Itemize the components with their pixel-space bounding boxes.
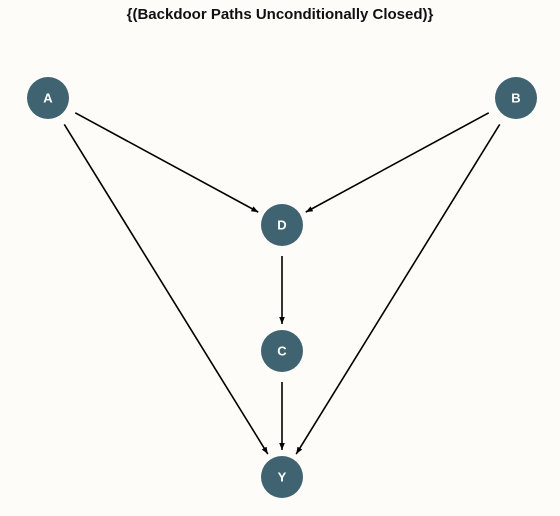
node-d: D (261, 204, 303, 246)
node-circle-d (261, 204, 303, 246)
node-label-b: B (511, 90, 520, 105)
edges-layer (63, 112, 501, 455)
diagram-title: {(Backdoor Paths Unconditionally Closed)… (126, 6, 434, 23)
edge-a-to-y (63, 123, 269, 455)
node-a: A (27, 77, 69, 119)
node-circle-y (261, 456, 303, 498)
node-b: B (495, 77, 537, 119)
nodes-layer: A B D C Y (27, 77, 537, 498)
edge-b-to-d (305, 112, 490, 213)
node-label-y: Y (278, 469, 287, 484)
node-circle-a (27, 77, 69, 119)
node-circle-c (261, 330, 303, 372)
edge-b-to-y (295, 123, 501, 455)
node-label-c: C (277, 343, 287, 358)
node-circle-b (495, 77, 537, 119)
node-c: C (261, 330, 303, 372)
edge-a-to-d (74, 112, 259, 213)
node-label-a: A (43, 90, 53, 105)
node-label-d: D (277, 217, 286, 232)
node-y: Y (261, 456, 303, 498)
